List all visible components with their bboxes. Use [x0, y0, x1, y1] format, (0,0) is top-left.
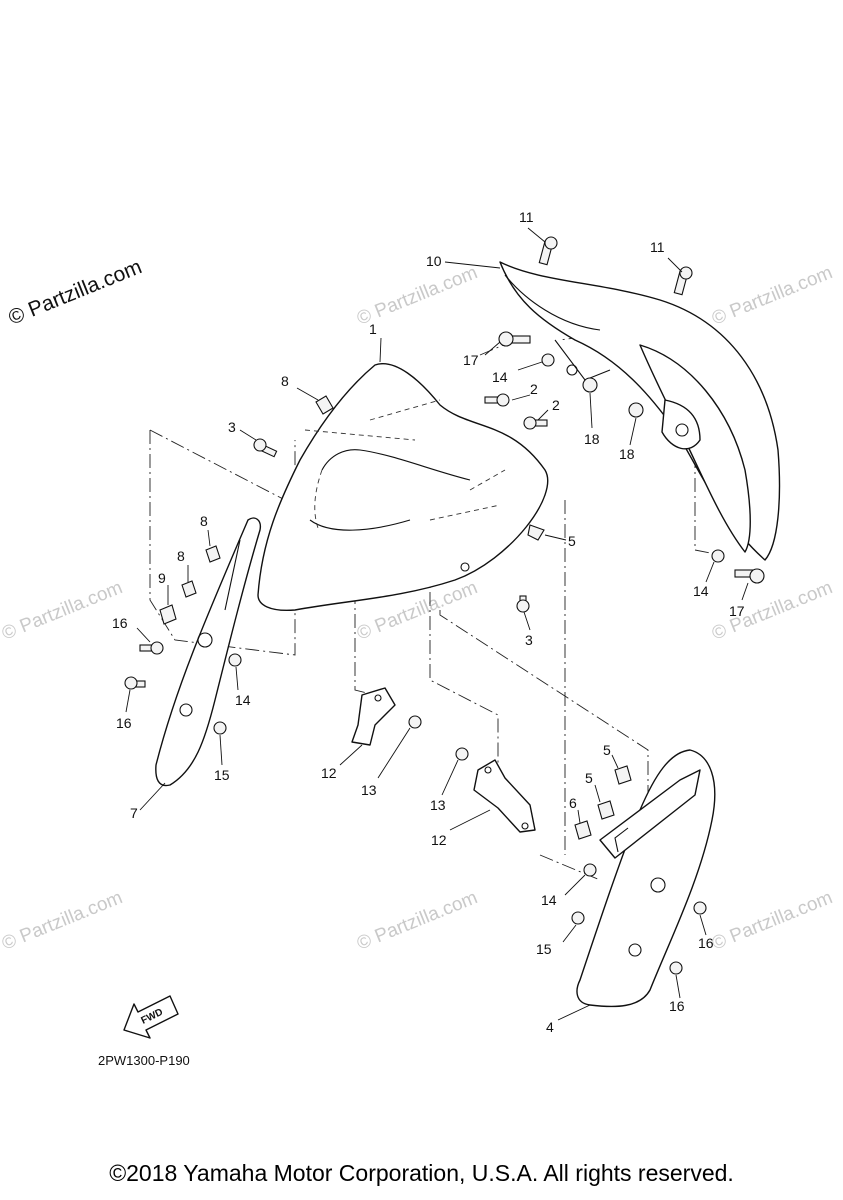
clip-5a — [527, 524, 545, 541]
bolt-17a — [498, 331, 531, 347]
callout-13: 13 — [430, 797, 446, 813]
watermark-text: © Partzilla.com — [354, 262, 481, 329]
screw-13a — [408, 715, 422, 729]
callout-9: 9 — [158, 570, 166, 586]
grommet-14b — [711, 549, 725, 563]
inner-fender-rear — [499, 261, 781, 561]
fasteners — [124, 236, 765, 975]
callout-5: 5 — [568, 533, 576, 549]
callout-15: 15 — [536, 941, 552, 957]
clip-8b — [205, 545, 221, 563]
callout-1: 1 — [369, 321, 377, 337]
clip-6 — [574, 820, 592, 840]
screw-16b — [124, 676, 146, 690]
watermark-text: © Partzilla.com — [354, 887, 481, 954]
clip-8c — [181, 580, 197, 598]
clip-5b — [614, 765, 632, 785]
callout-7: 7 — [130, 805, 138, 821]
callout-labels: 1 2 2 3 3 4 5 5 5 6 7 8 8 8 9 10 11 11 1… — [112, 209, 745, 1035]
screw-16d — [669, 961, 683, 975]
callout-6: 6 — [569, 795, 577, 811]
screw-2a — [484, 393, 510, 407]
grommet-14d — [583, 863, 597, 877]
callout-10: 10 — [426, 253, 442, 269]
callout-2: 2 — [530, 381, 538, 397]
callout-14: 14 — [235, 692, 251, 708]
bracket-right — [473, 759, 536, 833]
partzilla-watermark: © Partzilla.com — [5, 255, 145, 329]
callout-8: 8 — [200, 513, 208, 529]
callout-15: 15 — [214, 767, 230, 783]
callout-17: 17 — [463, 352, 479, 368]
clip-9 — [159, 604, 177, 625]
bracket-left — [351, 687, 396, 746]
bolt-11b — [673, 266, 693, 296]
callout-17: 17 — [729, 603, 745, 619]
callout-16: 16 — [669, 998, 685, 1014]
callout-11: 11 — [519, 209, 534, 225]
callout-8: 8 — [281, 373, 289, 389]
callout-16: 16 — [116, 715, 132, 731]
grommet-14c — [228, 653, 242, 667]
copyright-notice: ©2018 Yamaha Motor Corporation, U.S.A. A… — [109, 1160, 734, 1186]
callout-18: 18 — [619, 446, 635, 462]
callout-14: 14 — [492, 369, 508, 385]
screw-3b — [516, 595, 530, 613]
clip-5c — [597, 800, 615, 820]
callout-5: 5 — [603, 742, 611, 758]
leader-lines — [125, 227, 749, 1021]
callout-2: 2 — [552, 397, 560, 413]
front-fender-main — [257, 363, 549, 612]
callout-11: 11 — [650, 239, 665, 255]
bolt-17b — [734, 568, 765, 584]
watermark-text: © Partzilla.com — [709, 577, 836, 644]
collar-15a — [213, 721, 227, 735]
callout-14: 14 — [693, 583, 709, 599]
collar-15b — [571, 911, 585, 925]
callout-18: 18 — [584, 431, 600, 447]
callout-3: 3 — [228, 419, 236, 435]
callout-8: 8 — [177, 548, 185, 564]
callout-13: 13 — [361, 782, 377, 798]
bolt-11a — [538, 236, 558, 266]
clip-8a — [315, 395, 334, 415]
nut-18a — [582, 377, 598, 393]
callout-12: 12 — [431, 832, 447, 848]
diagram-code: 2PW1300-P190 — [98, 1053, 190, 1068]
callout-3: 3 — [525, 632, 533, 648]
callout-4: 4 — [546, 1019, 554, 1035]
watermark-text: © Partzilla.com — [0, 577, 126, 644]
screw-3a — [253, 438, 278, 458]
watermark-text: © Partzilla.com — [0, 887, 126, 954]
callout-16: 16 — [112, 615, 128, 631]
screw-2b — [523, 416, 548, 430]
watermark-text: © Partzilla.com — [709, 887, 836, 954]
grommet-14a — [541, 353, 555, 367]
callout-16: 16 — [698, 935, 714, 951]
fork-cover-right — [576, 749, 716, 1008]
callout-5: 5 — [585, 770, 593, 786]
screw-16c — [693, 901, 707, 915]
callout-14: 14 — [541, 892, 557, 908]
screw-13b — [455, 747, 469, 761]
callout-12: 12 — [321, 765, 337, 781]
watermark-text: © Partzilla.com — [709, 262, 836, 329]
fork-cover-left — [155, 517, 262, 787]
screw-16a — [139, 641, 164, 655]
nut-18b — [628, 402, 644, 418]
fwd-arrow: FWD — [123, 995, 179, 1039]
